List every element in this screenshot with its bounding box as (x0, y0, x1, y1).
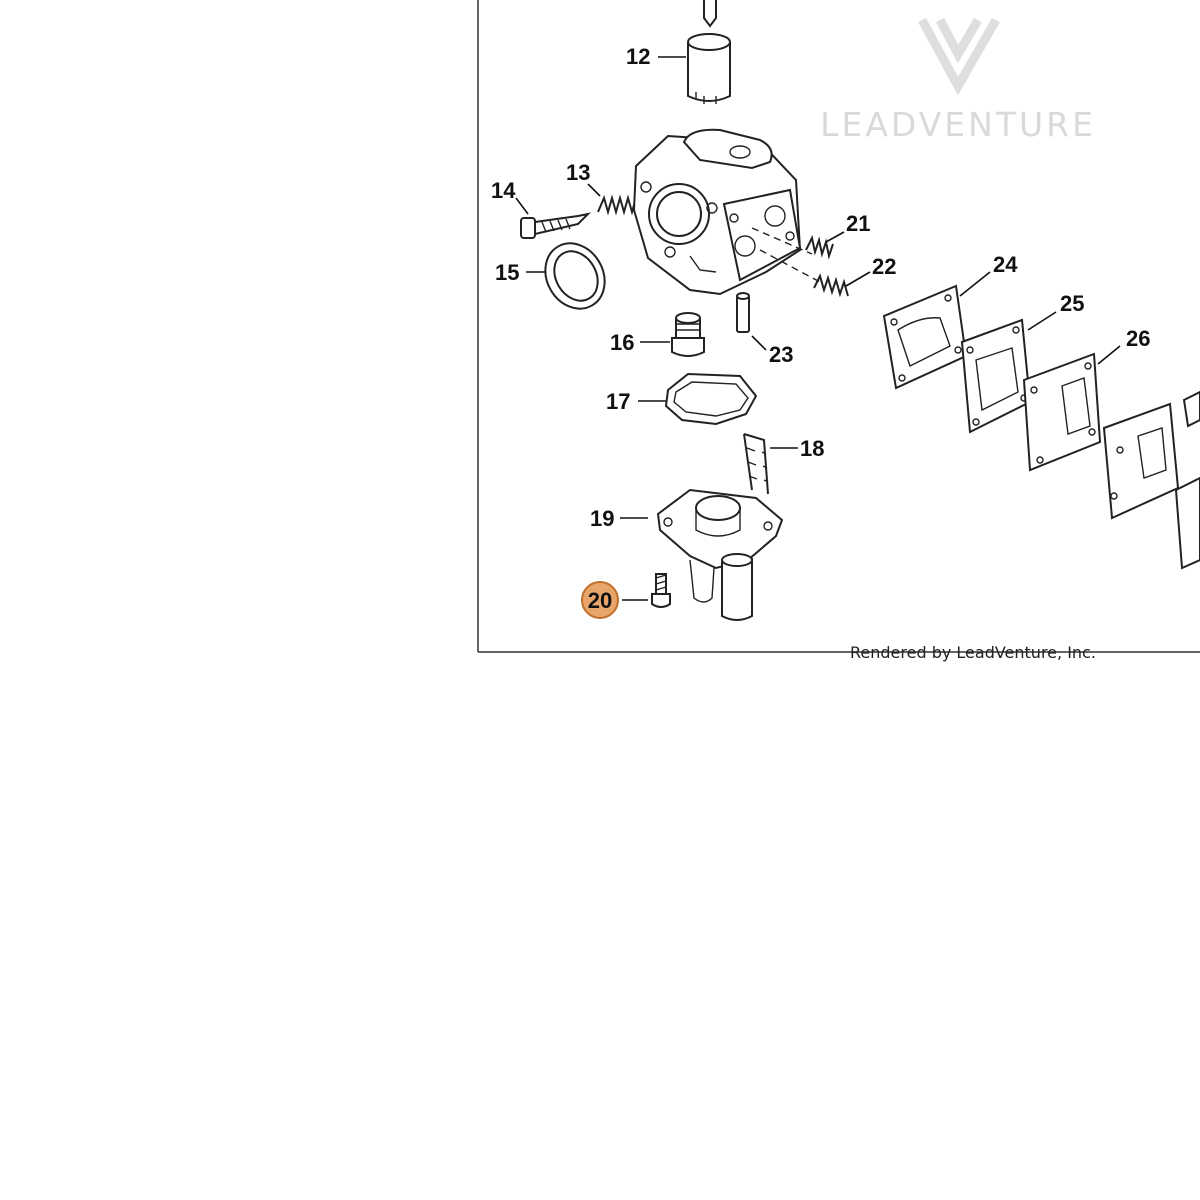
callout-23[interactable]: 23 (769, 342, 793, 367)
callout-26[interactable]: 26 (1126, 326, 1150, 351)
part-15-ring[interactable] (534, 233, 616, 320)
render-credit: Rendered by LeadVenture, Inc. (850, 643, 1096, 662)
callout-20-highlight[interactable]: 20 (581, 581, 619, 619)
watermark: LEADVENTURE (820, 17, 1096, 144)
part-27-plate[interactable] (1102, 402, 1180, 520)
part-28-plate[interactable] (1174, 390, 1200, 570)
part-24-gasket[interactable] (882, 284, 968, 390)
part-16-fitting[interactable] (671, 312, 705, 357)
callout-21[interactable]: 21 (846, 211, 870, 236)
part-23-pin[interactable] (736, 292, 750, 333)
callout-15[interactable]: 15 (495, 260, 519, 285)
callout-13[interactable]: 13 (566, 160, 590, 185)
part-22-spring[interactable] (813, 273, 849, 298)
callout-12[interactable]: 12 (626, 44, 650, 69)
watermark-text: LEADVENTURE (820, 105, 1096, 144)
carburetor-body (632, 128, 802, 296)
leader-lines (515, 56, 1121, 601)
callout-22[interactable]: 22 (872, 254, 896, 279)
part-21-spring[interactable] (805, 235, 834, 260)
callout-20[interactable]: 20 (588, 588, 612, 613)
diagram-frame (477, 0, 1200, 653)
part-26-plate[interactable] (1022, 352, 1102, 472)
callout-24[interactable]: 24 (993, 252, 1018, 277)
part-25-gasket[interactable] (960, 318, 1032, 434)
part-13-spring[interactable] (597, 194, 637, 216)
callout-14[interactable]: 14 (491, 178, 516, 203)
part-19-cover[interactable] (656, 488, 784, 621)
part-17-gasket[interactable] (664, 372, 758, 426)
callout-17[interactable]: 17 (606, 389, 630, 414)
callout-18[interactable]: 18 (800, 436, 824, 461)
highlight-badge[interactable] (581, 581, 619, 619)
leadventure-logo-icon (918, 17, 1000, 96)
part-18-clip[interactable] (743, 433, 769, 495)
callout-25[interactable]: 25 (1060, 291, 1084, 316)
part-12-sleeve[interactable] (687, 0, 731, 104)
callout-16[interactable]: 16 (610, 330, 634, 355)
part-14-adjust-screw[interactable] (520, 212, 592, 239)
alignment-lines (751, 227, 821, 283)
callout-19[interactable]: 19 (590, 506, 614, 531)
part-20-screw[interactable] (651, 573, 671, 608)
